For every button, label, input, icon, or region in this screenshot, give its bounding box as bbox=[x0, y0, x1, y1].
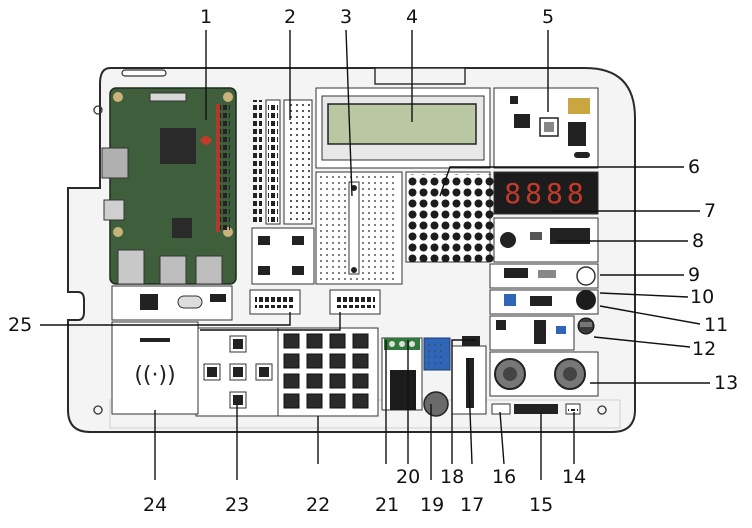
gpio-breakout bbox=[252, 99, 313, 225]
connector-16 bbox=[491, 403, 511, 415]
callout-3: 3 bbox=[340, 6, 353, 28]
keypad-key bbox=[352, 393, 369, 409]
segment-display-digits: 8888 bbox=[504, 177, 587, 210]
keypad-key bbox=[329, 353, 346, 369]
ir-receiver bbox=[577, 317, 595, 335]
callout-8: 8 bbox=[692, 230, 705, 252]
lcd-display bbox=[315, 87, 491, 169]
keypad-key bbox=[306, 353, 323, 369]
callout-24: 24 bbox=[143, 494, 168, 516]
keypad-key bbox=[352, 353, 369, 369]
connector-14 bbox=[565, 403, 581, 415]
light-sensor bbox=[576, 266, 596, 286]
rtc-module bbox=[111, 285, 233, 321]
rfid-module: ((·)) bbox=[111, 321, 199, 415]
keypad-key bbox=[283, 373, 300, 389]
dpad-button-cap bbox=[233, 395, 243, 405]
keypad-key bbox=[329, 393, 346, 409]
temperature-humidity-sensor bbox=[423, 337, 451, 371]
callout-5: 5 bbox=[542, 6, 555, 28]
rfid-wave-icon: ((·)) bbox=[134, 363, 175, 388]
relay-module bbox=[489, 315, 575, 351]
callout-25: 25 bbox=[8, 314, 33, 336]
callout-13: 13 bbox=[714, 372, 739, 394]
dip-switch-left bbox=[249, 289, 301, 315]
keypad-key bbox=[283, 393, 300, 409]
matrix-keypad bbox=[277, 327, 379, 417]
segment-display: 8888 bbox=[493, 171, 599, 215]
callout-17: 17 bbox=[460, 494, 485, 516]
relay bbox=[381, 337, 423, 411]
buzzer bbox=[576, 290, 596, 310]
callout-19: 19 bbox=[420, 494, 445, 516]
dpad-button-cap bbox=[233, 367, 243, 377]
callout-14: 14 bbox=[562, 466, 587, 488]
dpad-button-cap bbox=[259, 367, 269, 377]
raspberry-pi-board bbox=[101, 87, 237, 285]
keypad-key bbox=[329, 333, 346, 349]
keypad-key bbox=[283, 353, 300, 369]
power-module bbox=[493, 87, 599, 169]
sensor-strip bbox=[489, 263, 599, 315]
keypad-key bbox=[283, 333, 300, 349]
keypad-key bbox=[306, 333, 323, 349]
callout-12: 12 bbox=[692, 338, 717, 360]
callout-10: 10 bbox=[690, 286, 715, 308]
callout-22: 22 bbox=[306, 494, 331, 516]
callout-1: 1 bbox=[200, 6, 213, 28]
keypad-key bbox=[352, 373, 369, 389]
button-module bbox=[251, 227, 315, 285]
ultrasonic-sensor bbox=[489, 351, 599, 397]
dip-switch-right bbox=[329, 289, 381, 315]
callout-11: 11 bbox=[704, 314, 729, 336]
breadboard bbox=[315, 171, 403, 285]
callout-9: 9 bbox=[688, 264, 701, 286]
callout-16: 16 bbox=[492, 466, 517, 488]
callout-20: 20 bbox=[396, 466, 421, 488]
callout-2: 2 bbox=[284, 6, 297, 28]
callout-15: 15 bbox=[529, 494, 554, 516]
callout-23: 23 bbox=[225, 494, 250, 516]
led-matrix bbox=[405, 171, 496, 263]
leader-lines bbox=[40, 29, 710, 480]
dpad-button-cap bbox=[233, 339, 243, 349]
potentiometer bbox=[423, 391, 449, 417]
callout-4: 4 bbox=[406, 6, 419, 28]
callout-6: 6 bbox=[688, 156, 701, 178]
keypad-key bbox=[306, 373, 323, 389]
callout-18: 18 bbox=[440, 466, 465, 488]
keypad-key bbox=[306, 393, 323, 409]
callout-7: 7 bbox=[704, 200, 717, 222]
keypad-key bbox=[329, 373, 346, 389]
callout-21: 21 bbox=[375, 494, 400, 516]
direction-buttons bbox=[195, 327, 279, 417]
buzzer-module bbox=[493, 217, 599, 263]
keypad-key bbox=[352, 333, 369, 349]
dpad-button-cap bbox=[207, 367, 217, 377]
connector-15 bbox=[514, 404, 558, 414]
